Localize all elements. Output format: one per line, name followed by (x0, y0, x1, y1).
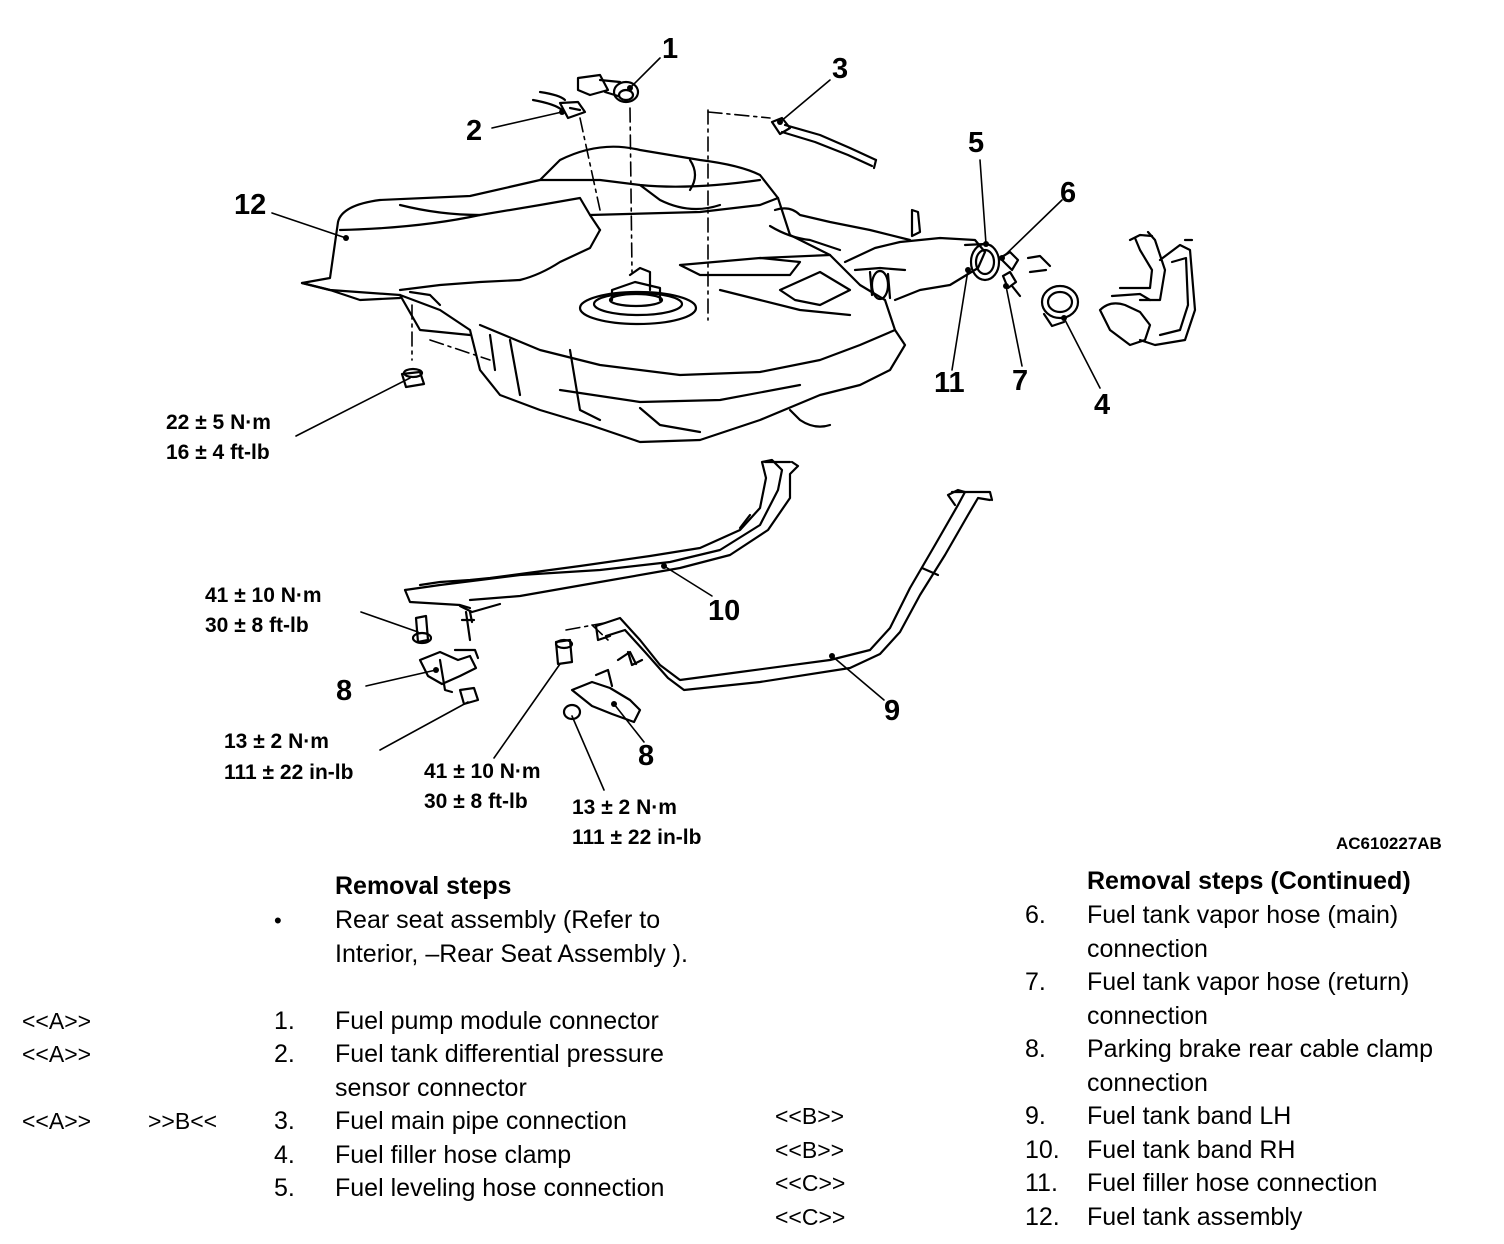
torque-imperial: 30 ± 8 ft-lb (205, 614, 309, 637)
step-code: <<C>> (775, 1170, 846, 1196)
callout-2: 2 (466, 115, 482, 147)
assembly-lines (411, 107, 771, 641)
left-bracket-hardware (411, 610, 480, 706)
fuel-tank-exploded-diagram: 1 2 3 4 5 6 7 8 8 9 10 11 12 22 ± 5 N·m … (166, 33, 1442, 853)
removal-steps-heading: Removal steps (335, 872, 512, 900)
step-number: 9. (1025, 1102, 1046, 1130)
callout-8b: 8 (638, 740, 654, 772)
step-text: Fuel tank differential pressure sensor c… (335, 1040, 664, 1102)
step-text: Fuel filler hose clamp (335, 1140, 572, 1169)
list-item: 8. Parking brake rear cable clamp connec… (775, 1033, 1490, 1100)
removal-steps-left: Removal steps • Rear seat assembly (Refe… (22, 870, 722, 1206)
filler-pipe-assembly (1098, 230, 1197, 347)
step-text: Parking brake rear cable clamp connectio… (1087, 1035, 1433, 1097)
fuel-tank-band-rh (403, 458, 800, 624)
step-number: 7. (1025, 968, 1046, 996)
torque-metric: 13 ± 2 N·m (224, 730, 329, 753)
callout-6: 6 (1060, 177, 1076, 209)
fuel-tank-band-lh (594, 488, 994, 692)
step-code: <<A>> (22, 1108, 92, 1134)
fuel-pump-module-connector (576, 73, 640, 104)
torque-specs: 22 ± 5 N·m 16 ± 4 ft-lb 41 ± 10 N·m 30 ±… (166, 411, 701, 849)
callout-5: 5 (968, 127, 984, 159)
fuel-main-pipe (770, 116, 878, 170)
callout-9: 9 (884, 695, 900, 727)
list-item: <<C>> 11. Fuel filler hose connection (775, 1167, 1490, 1201)
callout-7: 7 (1012, 365, 1028, 397)
torque-imperial: 111 ± 22 in-lb (572, 826, 701, 849)
step-text: Fuel pump module connector (335, 1006, 659, 1035)
list-item: 6. Fuel tank vapor hose (main) connectio… (775, 899, 1490, 966)
step-text: Fuel tank vapor hose (main) connection (1087, 901, 1399, 963)
torque-metric: 41 ± 10 N·m (424, 760, 541, 783)
step-text: Fuel filler hose connection (1087, 1169, 1378, 1197)
step-code: <<A>> (22, 1041, 92, 1067)
list-item: <<A>> 1. Fuel pump module connector (22, 1005, 722, 1039)
vapor-hose-connectors (998, 250, 1052, 298)
callout-labels: 1 2 3 4 5 6 7 8 8 9 10 11 12 (234, 33, 1110, 772)
right-bracket-hardware (554, 638, 642, 724)
step-text: Fuel tank band LH (1087, 1102, 1292, 1130)
removal-steps-continued-heading: Removal steps (Continued) (1087, 867, 1411, 895)
bullet-icon: • (274, 908, 282, 933)
step-text: Fuel tank assembly (1087, 1202, 1303, 1231)
step-text: Fuel tank vapor hose (return) connection (1087, 968, 1410, 1030)
tank-mount-nut (400, 367, 426, 389)
removal-steps-right: Removal steps (Continued) 6. Fuel tank v… (775, 865, 1490, 1234)
step-number: 6. (1025, 901, 1046, 929)
step-code: <<C>> (775, 1203, 846, 1230)
fuel-filler-hose-clamp (1040, 284, 1080, 328)
callout-8a: 8 (336, 675, 352, 707)
step-number: 12. (1025, 1202, 1060, 1231)
fuel-tank-assembly (300, 145, 987, 444)
torque-metric: 13 ± 2 N·m (572, 796, 677, 819)
step-number: 10. (1025, 1135, 1060, 1164)
torque-metric: 41 ± 10 N·m (205, 584, 322, 607)
step-number: 2. (274, 1040, 295, 1068)
list-item: <<C>> 12. Fuel tank assembly (775, 1201, 1490, 1235)
step-text: Fuel leveling hose connection (335, 1174, 665, 1202)
step-code: <<B>> (775, 1103, 845, 1129)
leader-lines (271, 57, 1101, 791)
step-text: Rear seat assembly (Refer to Interior, –… (335, 906, 688, 968)
callout-10: 10 (708, 595, 740, 627)
step-text: Fuel main pipe connection (335, 1107, 627, 1135)
torque-imperial: 111 ± 22 in-lb (224, 761, 353, 784)
torque-metric: 22 ± 5 N·m (166, 411, 271, 434)
torque-imperial: 30 ± 8 ft-lb (424, 790, 528, 813)
step-code: <<B>> (775, 1136, 845, 1163)
list-item: 4. Fuel filler hose clamp (22, 1139, 722, 1173)
callout-3: 3 (832, 53, 848, 85)
callout-12: 12 (234, 189, 266, 221)
list-item: <<A>> 2. Fuel tank differential pressure… (22, 1038, 722, 1105)
step-number: 3. (274, 1107, 295, 1135)
step-text: Fuel tank band RH (1087, 1135, 1296, 1164)
step-number: 4. (274, 1140, 295, 1169)
step-code: <<A>> (22, 1007, 92, 1034)
list-item: <<A>> >>B<< 3. Fuel main pipe connection (22, 1105, 722, 1139)
callout-1: 1 (662, 33, 678, 65)
pressure-sensor-connector (531, 90, 587, 120)
step-code: >>B<< (148, 1108, 218, 1134)
list-item: <<B>> 10. Fuel tank band RH (775, 1134, 1490, 1168)
step-number: 11. (1025, 1169, 1058, 1197)
callout-11: 11 (934, 367, 965, 399)
step-number: 8. (1025, 1035, 1046, 1063)
list-item: <<B>> 9. Fuel tank band LH (775, 1100, 1490, 1134)
list-item: 7. Fuel tank vapor hose (return) connect… (775, 966, 1490, 1033)
list-item: 5. Fuel leveling hose connection (22, 1172, 722, 1206)
list-item: • Rear seat assembly (Refer to Interior,… (22, 904, 722, 1005)
figure-reference: AC610227AB (1336, 834, 1442, 853)
callout-4: 4 (1094, 389, 1110, 421)
step-number: 1. (274, 1006, 295, 1035)
torque-imperial: 16 ± 4 ft-lb (166, 441, 270, 464)
step-number: 5. (274, 1174, 295, 1202)
